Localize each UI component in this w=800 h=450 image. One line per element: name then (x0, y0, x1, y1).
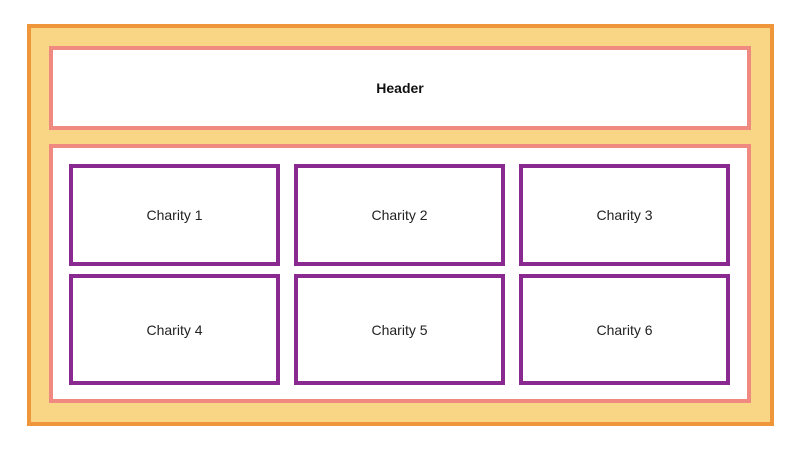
charity-card: Charity 3 (519, 164, 730, 266)
charity-card: Charity 1 (69, 164, 280, 266)
charity-label: Charity 2 (371, 207, 428, 223)
header-label: Header (376, 80, 424, 96)
header-box: Header (49, 46, 751, 130)
charity-label: Charity 1 (146, 207, 203, 223)
charity-label: Charity 4 (146, 321, 203, 338)
charity-label: Charity 5 (371, 321, 428, 338)
charity-card: Charity 5 (294, 274, 505, 385)
charity-label: Charity 6 (596, 321, 653, 338)
charity-card: Charity 2 (294, 164, 505, 266)
charity-card: Charity 6 (519, 274, 730, 385)
charity-card: Charity 4 (69, 274, 280, 385)
charity-label: Charity 3 (596, 207, 653, 223)
